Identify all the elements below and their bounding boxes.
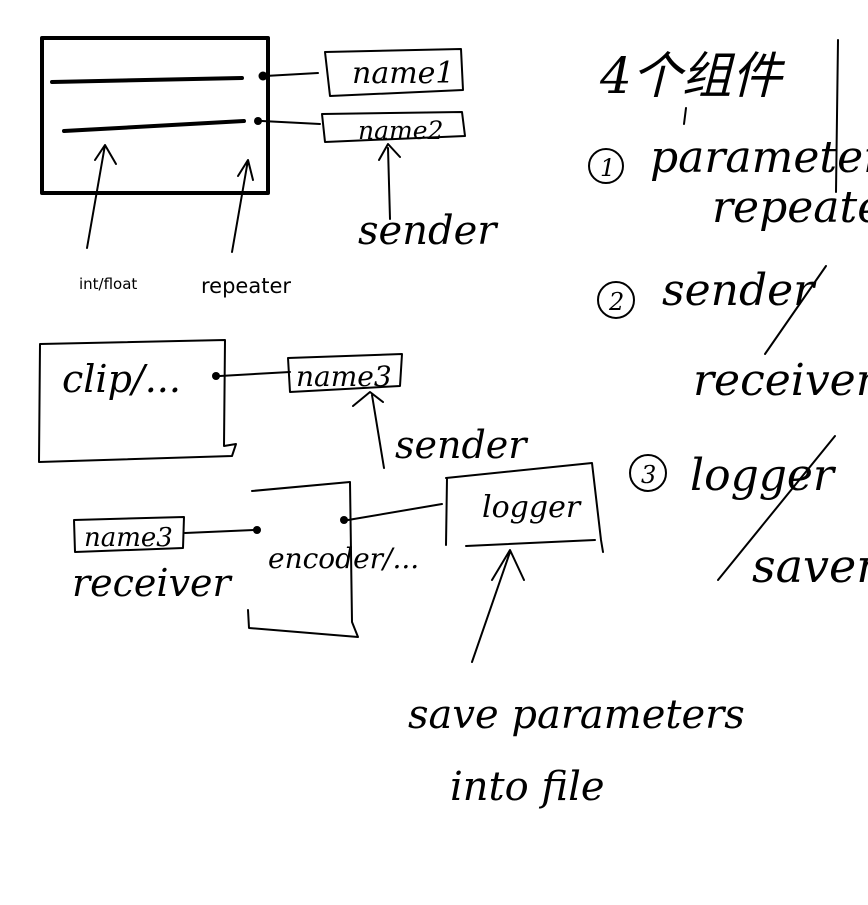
note-1-number: 1 bbox=[600, 154, 615, 182]
note-item-3: 3 logger saver bbox=[629, 435, 868, 593]
sender-arrow-mid bbox=[352, 391, 385, 469]
note-3-number: 3 bbox=[641, 461, 656, 489]
top-arrows bbox=[86, 143, 401, 253]
heading-underlines bbox=[683, 39, 839, 193]
encoder-box: encoder/... bbox=[247, 481, 443, 638]
name3-output-label: name3 bbox=[296, 360, 392, 393]
note-3-line2: saver bbox=[752, 539, 868, 593]
logger-label: logger bbox=[482, 490, 582, 525]
clip-box: clip/... bbox=[38, 339, 291, 463]
int-float-label: int/float bbox=[79, 275, 137, 293]
name3-input-label: name3 bbox=[84, 523, 173, 553]
save-parameters-label: save parameters bbox=[408, 692, 745, 738]
receiver-label: receiver bbox=[72, 561, 234, 605]
save-arrow bbox=[471, 549, 525, 663]
note-item-2: 2 sender receiver bbox=[597, 265, 868, 406]
repeater-label: repeater bbox=[201, 274, 291, 298]
name2-box: name2 bbox=[321, 111, 466, 145]
sender-label-mid: sender bbox=[395, 423, 529, 467]
sender-label-top: sender bbox=[358, 208, 499, 254]
note-2-number: 2 bbox=[608, 288, 624, 316]
into-file-label: into file bbox=[450, 764, 605, 810]
note-3-line1: logger bbox=[690, 450, 837, 501]
note-2-line2: receiver bbox=[693, 355, 868, 406]
parameter-box bbox=[40, 36, 270, 195]
note-2-line1: sender bbox=[662, 265, 817, 316]
name3-output-box: name3 bbox=[287, 353, 403, 393]
notes-heading: 4个组件 bbox=[599, 47, 786, 105]
note-item-1: 1 parameter repeater bbox=[588, 132, 868, 233]
clip-label: clip/... bbox=[62, 357, 181, 401]
name2-label: name2 bbox=[358, 116, 443, 145]
name1-label: name1 bbox=[352, 56, 455, 91]
output-connectors bbox=[261, 72, 321, 125]
logger-box: logger bbox=[445, 462, 604, 553]
name1-box: name1 bbox=[324, 48, 464, 97]
note-1-line1: parameter bbox=[650, 132, 868, 183]
name3-input-box: name3 bbox=[73, 516, 261, 553]
note-1-line2: repeater bbox=[712, 182, 868, 233]
encoder-label: encoder/... bbox=[268, 542, 419, 575]
